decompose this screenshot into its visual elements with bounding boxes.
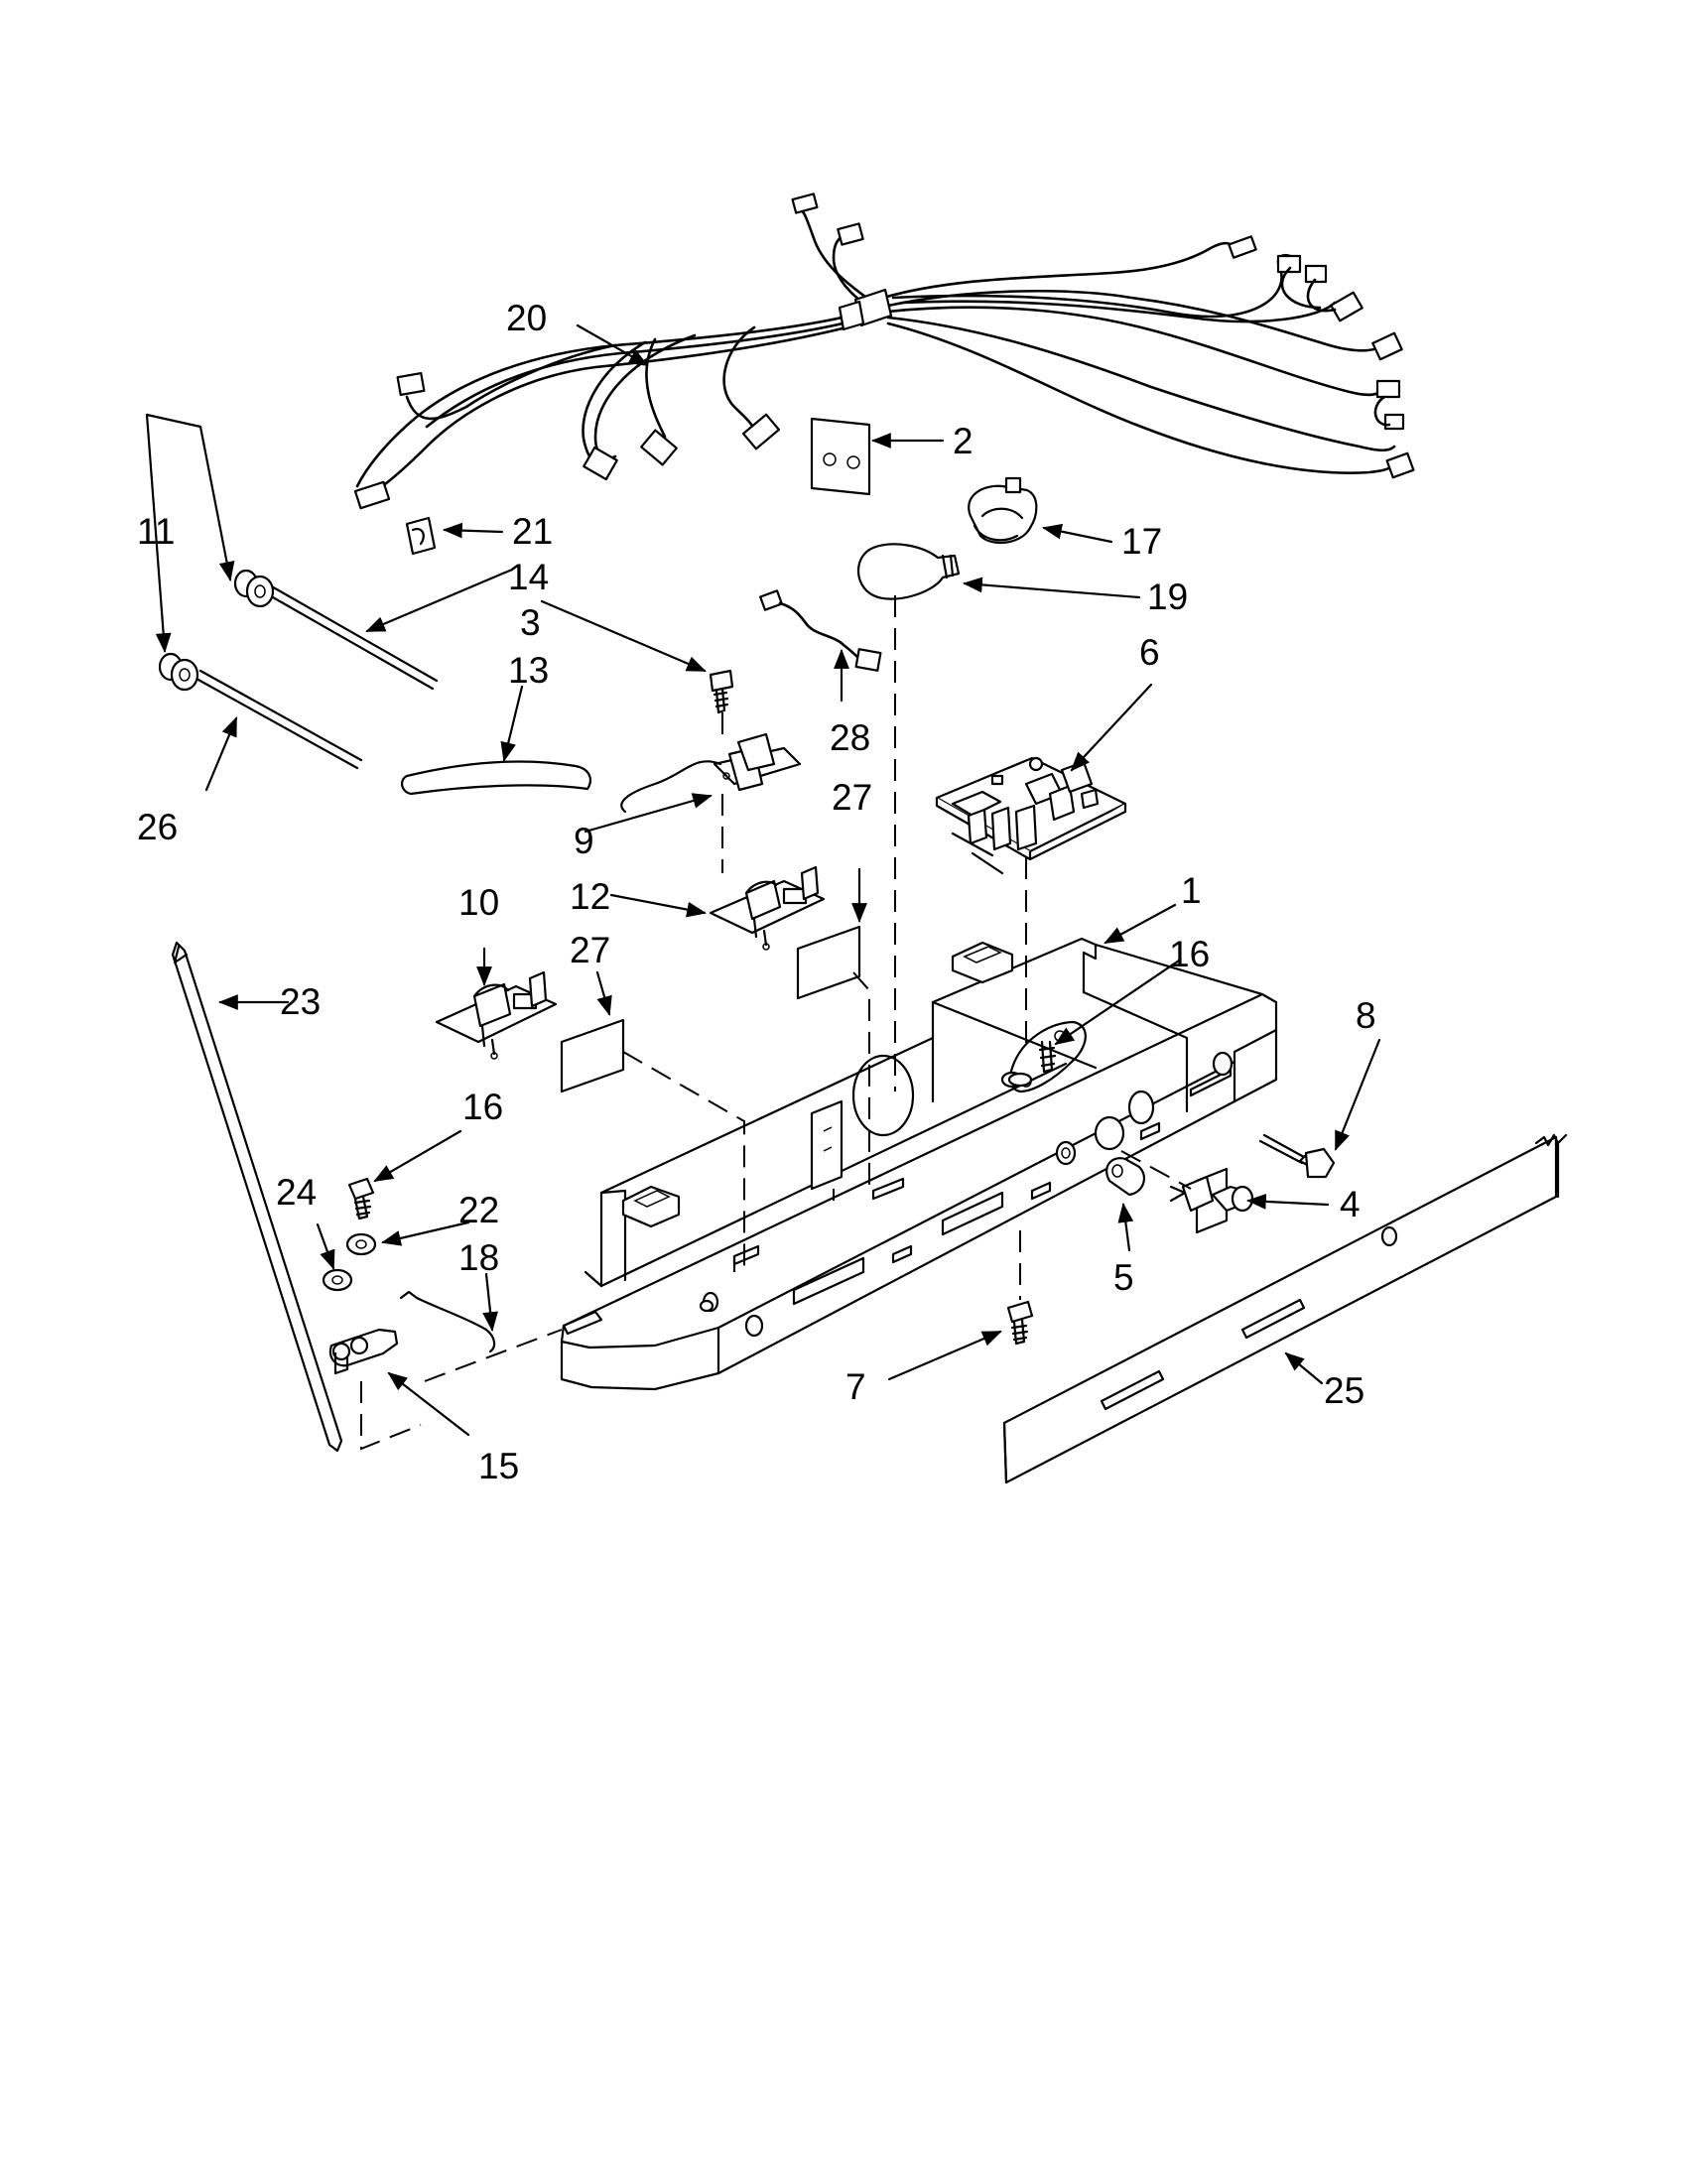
part-4-switch [1169,1167,1254,1234]
part-22-washer [345,1232,377,1256]
callout-25: 25 [1324,1370,1364,1411]
callout-14: 14 [508,557,549,597]
part-9-sensor [620,732,802,814]
callout-27-upper: 27 [832,777,872,818]
part-1-housing [560,937,1278,1391]
callout-12: 12 [570,876,610,917]
callout-13: 13 [508,650,549,691]
callout-23: 23 [280,981,321,1022]
part-13-tube [401,760,591,796]
part-15-hinge [328,1328,399,1375]
callout-labels: 20 2 21 17 19 11 14 3 13 28 6 26 9 27 12… [137,298,1376,1486]
callout-20: 20 [506,298,547,338]
callout-17: 17 [1121,521,1162,562]
part-8-screw [1258,1133,1336,1179]
callout-6: 6 [1139,632,1160,673]
part-14-rod [264,583,439,691]
callout-16-lower: 16 [462,1087,503,1127]
callout-10: 10 [458,882,499,923]
part-27-label-lower [560,1018,625,1093]
part-26-rod [195,669,363,770]
part-18-spring [399,1290,496,1353]
part-19-bulb [857,543,961,600]
part-27-label-upper [796,925,861,1000]
callout-1: 1 [1181,870,1202,911]
part-3-screw [709,669,734,714]
callout-4: 4 [1340,1184,1361,1224]
callout-27-lower: 27 [570,930,610,970]
callout-15: 15 [478,1446,519,1486]
part-23-strip [171,941,343,1453]
part-21-clip [405,516,437,556]
leader-arrows [145,323,1381,1437]
part-7-screw [1006,1300,1034,1346]
part-6-control-board [935,756,1127,875]
part-12-bracket [709,865,826,951]
part-24-washer [322,1268,353,1292]
part-16-screw-lower [347,1177,375,1220]
callout-7: 7 [845,1366,866,1407]
part-11-grommets [158,569,275,692]
callout-18: 18 [458,1237,499,1278]
callout-28: 28 [830,717,870,758]
part-25-trim-panel [1002,1133,1568,1484]
part-5-button [1105,1157,1146,1197]
part-2-pad [810,417,871,496]
part-28-jumper [759,589,882,672]
wire-harness [353,193,1415,510]
callout-9: 9 [574,821,594,861]
assembly-lines [360,595,1192,1451]
part-10-bracket [435,970,558,1060]
callout-11: 11 [137,511,175,552]
callout-8: 8 [1356,995,1376,1036]
callout-21: 21 [512,511,553,552]
callout-3: 3 [520,602,541,643]
callout-16-upper: 16 [1169,934,1210,974]
callout-26: 26 [137,807,178,847]
callout-22: 22 [458,1190,499,1230]
part-17-socket [968,476,1038,544]
callout-19: 19 [1147,577,1188,617]
callout-5: 5 [1113,1257,1134,1298]
callout-2: 2 [953,421,974,461]
callout-24: 24 [276,1172,317,1213]
